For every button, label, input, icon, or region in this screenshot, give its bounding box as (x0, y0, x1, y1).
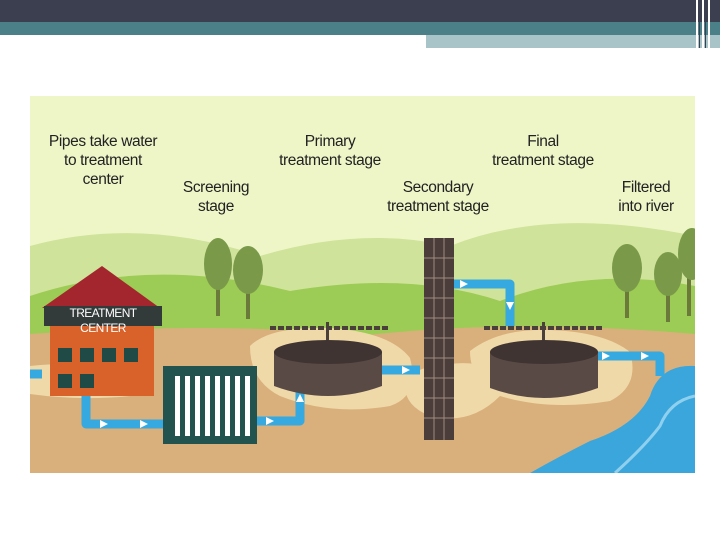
river (530, 365, 695, 473)
slide-accent-bar (0, 22, 720, 35)
decorative-line (699, 0, 700, 48)
label-pipes: Pipes take water to treatment center (48, 133, 158, 188)
label-filtered: Filtered into river (618, 179, 674, 215)
water-treatment-diagram: Pipes take water to treatment center Scr… (30, 96, 695, 473)
secondary-tower (424, 238, 454, 440)
decorative-line (708, 0, 710, 48)
label-screening: Screening stage (182, 179, 250, 215)
decorative-line (702, 0, 704, 48)
label-secondary: Secondary treatment stage (387, 179, 489, 215)
label-primary: Primary treatment stage (279, 133, 381, 169)
building-sign: TREATMENT CENTER (69, 306, 137, 335)
trees-left (204, 238, 263, 319)
flow-arrows (100, 280, 649, 428)
slide-top-bar (0, 0, 720, 22)
slide-accent-bar-light (426, 35, 720, 48)
diagram-illustration (30, 96, 695, 473)
decorative-line (705, 0, 706, 48)
trees-right (612, 228, 695, 322)
final-tank (484, 322, 602, 398)
treatment-center-building (42, 266, 162, 396)
label-final: Final treatment stage (492, 133, 594, 169)
decorative-line (696, 0, 698, 48)
screening-unit (163, 366, 257, 444)
primary-tank (270, 322, 388, 396)
